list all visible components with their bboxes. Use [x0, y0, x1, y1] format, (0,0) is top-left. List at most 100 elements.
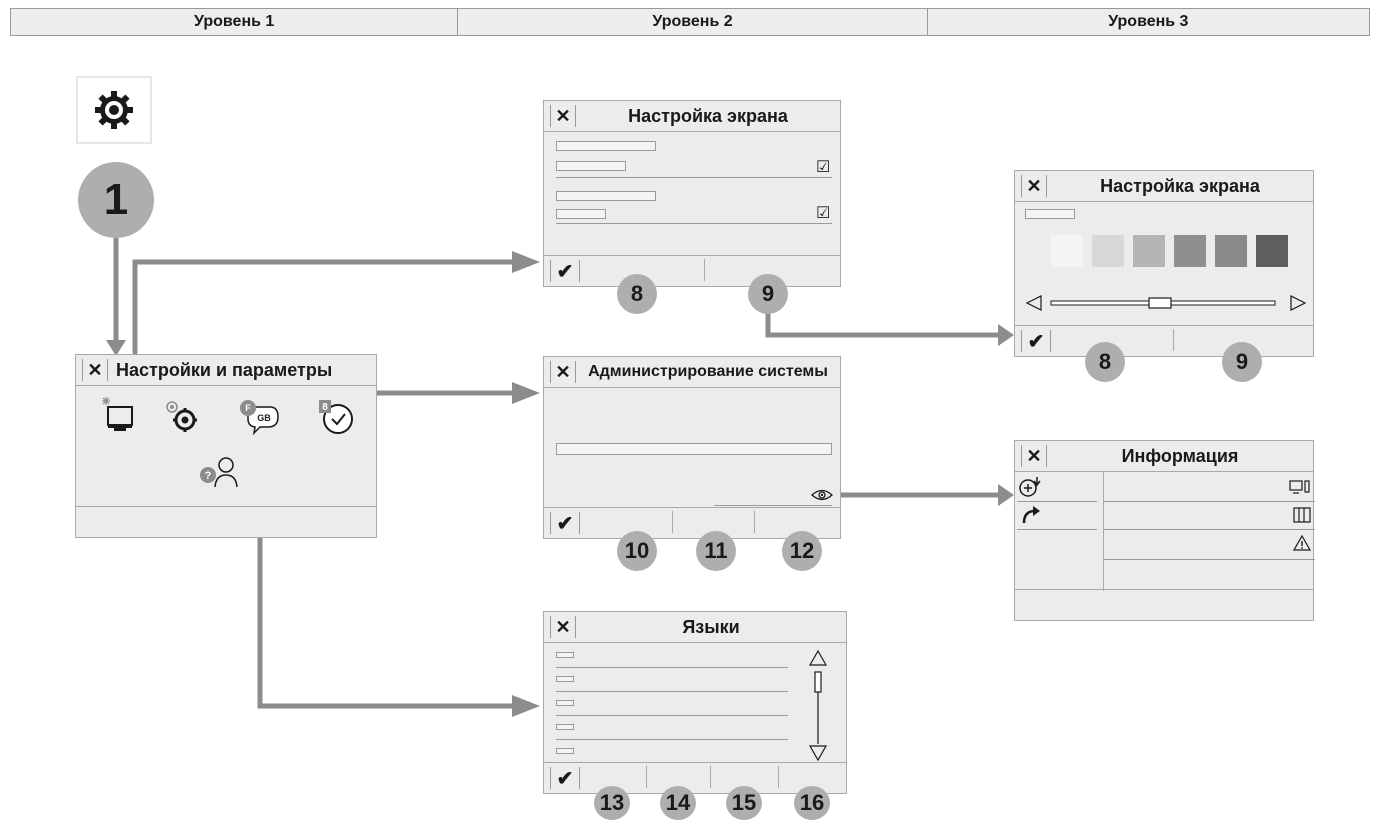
divider	[1104, 559, 1315, 560]
level-3-header: Уровень 3	[1108, 13, 1189, 30]
setting-label-placeholder	[556, 141, 656, 151]
divider	[1103, 471, 1104, 591]
panel-settings-title: Настройки и параметры	[116, 359, 333, 380]
eye-icon[interactable]	[810, 487, 834, 503]
setting-value-placeholder[interactable]	[556, 209, 606, 219]
check-icon[interactable]: ✔	[550, 512, 580, 535]
badge-1: 1	[78, 162, 154, 238]
panel-screen: ✕ Настройка экрана ☑ ☑ ✔	[543, 100, 841, 287]
color-swatch-3[interactable]	[1133, 235, 1165, 267]
close-icon[interactable]: ✕	[550, 361, 576, 383]
divider	[1017, 501, 1097, 502]
color-swatch-6[interactable]	[1256, 235, 1288, 267]
arrowhead-screen3	[998, 324, 1014, 346]
footer-separator	[646, 766, 647, 788]
badge-13: 13	[594, 786, 630, 820]
scroll-thumb	[814, 671, 822, 693]
check-icon[interactable]: ✔	[1021, 330, 1051, 353]
device-icon	[1289, 479, 1311, 495]
settings-gear-icon[interactable]	[76, 76, 152, 144]
badge-14: 14	[660, 786, 696, 820]
setting-value-placeholder[interactable]	[556, 161, 626, 171]
list-item[interactable]	[556, 668, 788, 692]
close-icon[interactable]: ✕	[550, 105, 576, 127]
footer-separator	[704, 259, 705, 281]
list-item[interactable]	[556, 740, 788, 763]
badge-9: 9	[748, 274, 788, 314]
badge-10: 10	[617, 531, 657, 571]
level-2-header: Уровень 2	[458, 9, 928, 35]
scrollbar[interactable]	[808, 648, 828, 764]
admin-field-placeholder[interactable]	[556, 443, 832, 455]
setting-value-placeholder	[1025, 209, 1075, 219]
list-item[interactable]	[556, 716, 788, 740]
language-icon[interactable]: F GB	[238, 399, 280, 439]
language-icon-top: F	[245, 403, 251, 413]
arrowhead-langs	[512, 695, 540, 717]
checkbox-checked-icon[interactable]: ☑	[816, 205, 831, 222]
help-user-icon[interactable]: ?	[198, 455, 242, 489]
panel-languages-footer: ✔	[544, 762, 846, 793]
color-swatches	[1051, 235, 1288, 267]
list-item[interactable]	[556, 692, 788, 716]
list-item[interactable]	[556, 644, 788, 668]
panel-admin-footer: ✔	[544, 507, 840, 538]
panel-info-header: ✕ Информация	[1015, 441, 1313, 472]
panel-screen-level3-header: ✕ Настройка экрана	[1015, 171, 1313, 202]
gear-icon[interactable]	[164, 399, 198, 433]
divider	[1104, 501, 1315, 502]
badge-8: 8	[617, 274, 657, 314]
warning-icon	[1293, 535, 1311, 551]
clock-icon-badge: 8	[322, 402, 328, 413]
panel-admin-title: Администрирование системы	[588, 363, 828, 380]
panel-languages: ✕ Языки ✔	[543, 611, 847, 794]
close-icon[interactable]: ✕	[1021, 445, 1047, 467]
panel-languages-header: ✕ Языки	[544, 612, 846, 643]
footer-separator	[672, 511, 673, 533]
panel-info-title: Информация	[1121, 445, 1239, 466]
footer-separator	[710, 766, 711, 788]
panel-info-footer	[1015, 589, 1313, 620]
return-icon[interactable]	[1021, 505, 1041, 525]
close-icon[interactable]: ✕	[82, 359, 108, 381]
panel-settings-footer	[76, 506, 376, 537]
scroll-down-icon	[808, 745, 828, 762]
language-icon-bottom: GB	[257, 413, 271, 423]
level-1-header: Уровень 1	[11, 9, 459, 35]
arrowhead-screen	[512, 251, 540, 273]
color-swatch-5[interactable]	[1215, 235, 1247, 267]
checkbox-checked-icon[interactable]: ☑	[816, 159, 831, 176]
help-icon-mark: ?	[205, 470, 212, 482]
arrowhead-admin	[512, 382, 540, 404]
check-icon[interactable]: ✔	[550, 767, 580, 790]
footer-separator	[1173, 329, 1174, 351]
slider-left-icon	[1025, 295, 1042, 311]
color-swatch-1[interactable]	[1051, 235, 1083, 267]
divider	[1017, 529, 1097, 530]
color-swatch-2[interactable]	[1092, 235, 1124, 267]
panel-settings: ✕ Настройки и параметры F GB	[75, 354, 377, 538]
footer-separator	[754, 511, 755, 533]
close-icon[interactable]: ✕	[1021, 175, 1047, 197]
setting-label-placeholder	[556, 191, 656, 201]
clock-icon[interactable]: 8	[316, 397, 356, 437]
arrow-9-to-screen3	[765, 312, 1000, 338]
check-icon[interactable]: ✔	[550, 260, 580, 283]
panel-screen-level3-footer: ✔	[1015, 325, 1313, 356]
add-icon[interactable]	[1017, 475, 1041, 499]
panel-screen-footer: ✔	[544, 255, 840, 286]
display-icon[interactable]	[100, 395, 134, 433]
panel-admin: ✕ Администрирование системы ✔	[543, 356, 841, 539]
color-swatch-4[interactable]	[1174, 235, 1206, 267]
levels-header: Уровень 1 Уровень 2 Уровень 3	[10, 8, 1370, 36]
panel-settings-header: ✕ Настройки и параметры	[76, 355, 376, 386]
divider	[714, 505, 832, 506]
brightness-slider[interactable]	[1025, 293, 1307, 313]
panel-languages-title: Языки	[682, 616, 740, 637]
divider	[556, 177, 832, 178]
badge-8: 8	[1085, 342, 1125, 382]
arrowhead-info	[998, 484, 1014, 506]
panel-screen-title: Настройка экрана	[628, 105, 788, 126]
close-icon[interactable]: ✕	[550, 616, 576, 638]
panel-screen-level3-title: Настройка экрана	[1100, 175, 1260, 196]
